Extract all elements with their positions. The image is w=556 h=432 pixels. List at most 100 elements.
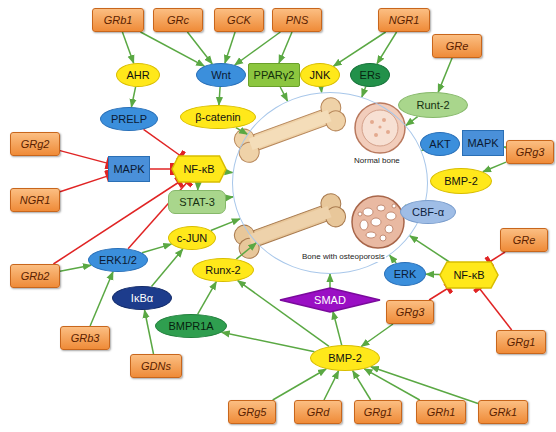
signal-ellipse: Runt-2 [398,92,468,118]
activation-arrow [226,197,233,198]
node-label: GRg1 [507,336,536,348]
panel-label: Normal bone [353,157,401,166]
activation-arrow [198,282,217,315]
signal-ellipse: β-catenin [180,105,256,129]
activation-arrow [438,58,452,92]
node-label: AHR [126,69,149,81]
compound-box: GRk1 [478,400,528,424]
node-label: Runx-2 [205,264,240,276]
compound-box: GRg3 [386,300,434,324]
node-label: NGR1 [389,14,420,26]
signal-ellipse: ERK1/2 [88,248,148,272]
activation-arrow [187,32,212,64]
node-label: JNK [310,69,331,81]
signal-ellipse: Wnt [196,63,246,87]
signal-ellipse: CBF-α [400,200,456,224]
node-label: MAPK [113,163,144,175]
node-label: BMP-2 [328,352,362,364]
activation-arrow [390,255,397,263]
compound-box: GDNs [130,354,182,378]
activation-arrow [280,87,287,101]
compound-box: GRc [153,8,203,32]
node-label: GCK [227,14,251,26]
activation-arrow [90,272,113,326]
activation-arrow [131,87,135,107]
activation-arrow [235,32,281,65]
node-label: GRg2 [21,138,50,150]
activation-arrow [353,371,371,400]
node-label: GRd [307,406,330,418]
pathway-box: MAPK [462,130,504,156]
node-label: GRg3 [396,306,425,318]
signal-ellipse: PRELP [100,107,158,131]
activation-arrow [122,32,133,63]
node-label: BMP-2 [444,175,478,187]
compound-box: PNS [272,8,322,32]
activation-arrow [273,369,326,400]
signal-ellipse: JNK [300,63,340,87]
node-label: NF-κB [183,163,214,175]
signal-hexagon: NF-κB [440,262,498,288]
compound-box: GRe [500,228,548,252]
panel-label: Bone with osteoporosis [301,253,386,262]
activation-arrow [362,87,366,97]
compound-box: GRg1 [354,400,402,424]
node-label: MAPK [467,137,498,149]
compound-box: GRg3 [506,140,554,164]
node-label: Wnt [211,69,231,81]
node-label: NF-κB [453,269,484,281]
compound-box: GCK [214,8,264,32]
signal-ellipse: c-JUN [168,226,216,250]
node-label: Runt-2 [416,99,449,111]
activation-arrow [219,87,220,105]
signal-ellipse: BMPR1A [155,314,227,338]
compound-box: GRe [432,34,482,58]
node-label: IκBα [131,292,153,304]
node-label: GRc [167,14,189,26]
inhibition-line [144,129,181,156]
node-label: GDNs [141,360,171,372]
signal-ellipse: Runx-2 [192,258,254,282]
compound-box: NGR1 [378,8,430,32]
signal-ellipse: BMP-2 [310,345,380,371]
activation-arrow [145,310,154,354]
activation-arrow [152,249,183,287]
node-label: BMPR1A [168,320,213,332]
node-label: NGR1 [20,194,51,206]
signal-ellipse: IκBα [112,286,172,310]
pathway-box: PPARγ2 [248,63,300,87]
signal-ellipse: AKT [420,132,460,156]
node-label: PRELP [111,113,147,125]
activation-arrow [329,274,331,288]
activation-arrow [426,274,440,276]
node-label: ERs [360,69,381,81]
inhibition-line [150,168,172,170]
node-label: PNS [286,14,309,26]
inhibition-line [60,151,108,164]
node-label: GRg5 [238,406,267,418]
signal-ellipse: ERK [384,262,426,286]
pathway-box: STAT-3 [168,190,226,214]
node-label: ERK1/2 [99,254,137,266]
inhibition-line [479,288,512,330]
node-label: PPARγ2 [254,69,295,81]
compound-box: GRg2 [10,132,60,156]
activation-arrow [324,371,339,400]
activation-arrow [279,32,292,63]
activation-arrow [211,219,240,231]
signal-hexagon: NF-κB [172,156,226,182]
compound-box: GRb1 [92,8,144,32]
activation-arrow [410,236,450,262]
node-label: GRb2 [21,270,50,282]
node-label: AKT [429,138,450,150]
pathway-box: MAPK [108,156,150,182]
signal-ellipse: BMP-2 [430,168,492,194]
signal-ellipse: AHR [116,63,160,87]
activation-arrow [371,367,478,404]
signal-diamond: SMAD [280,288,380,312]
activation-arrow [333,311,342,345]
node-label: β-catenin [195,111,240,123]
node-label: GRh1 [427,406,456,418]
node-label: c-JUN [177,232,208,244]
compound-box: GRg5 [228,400,276,424]
